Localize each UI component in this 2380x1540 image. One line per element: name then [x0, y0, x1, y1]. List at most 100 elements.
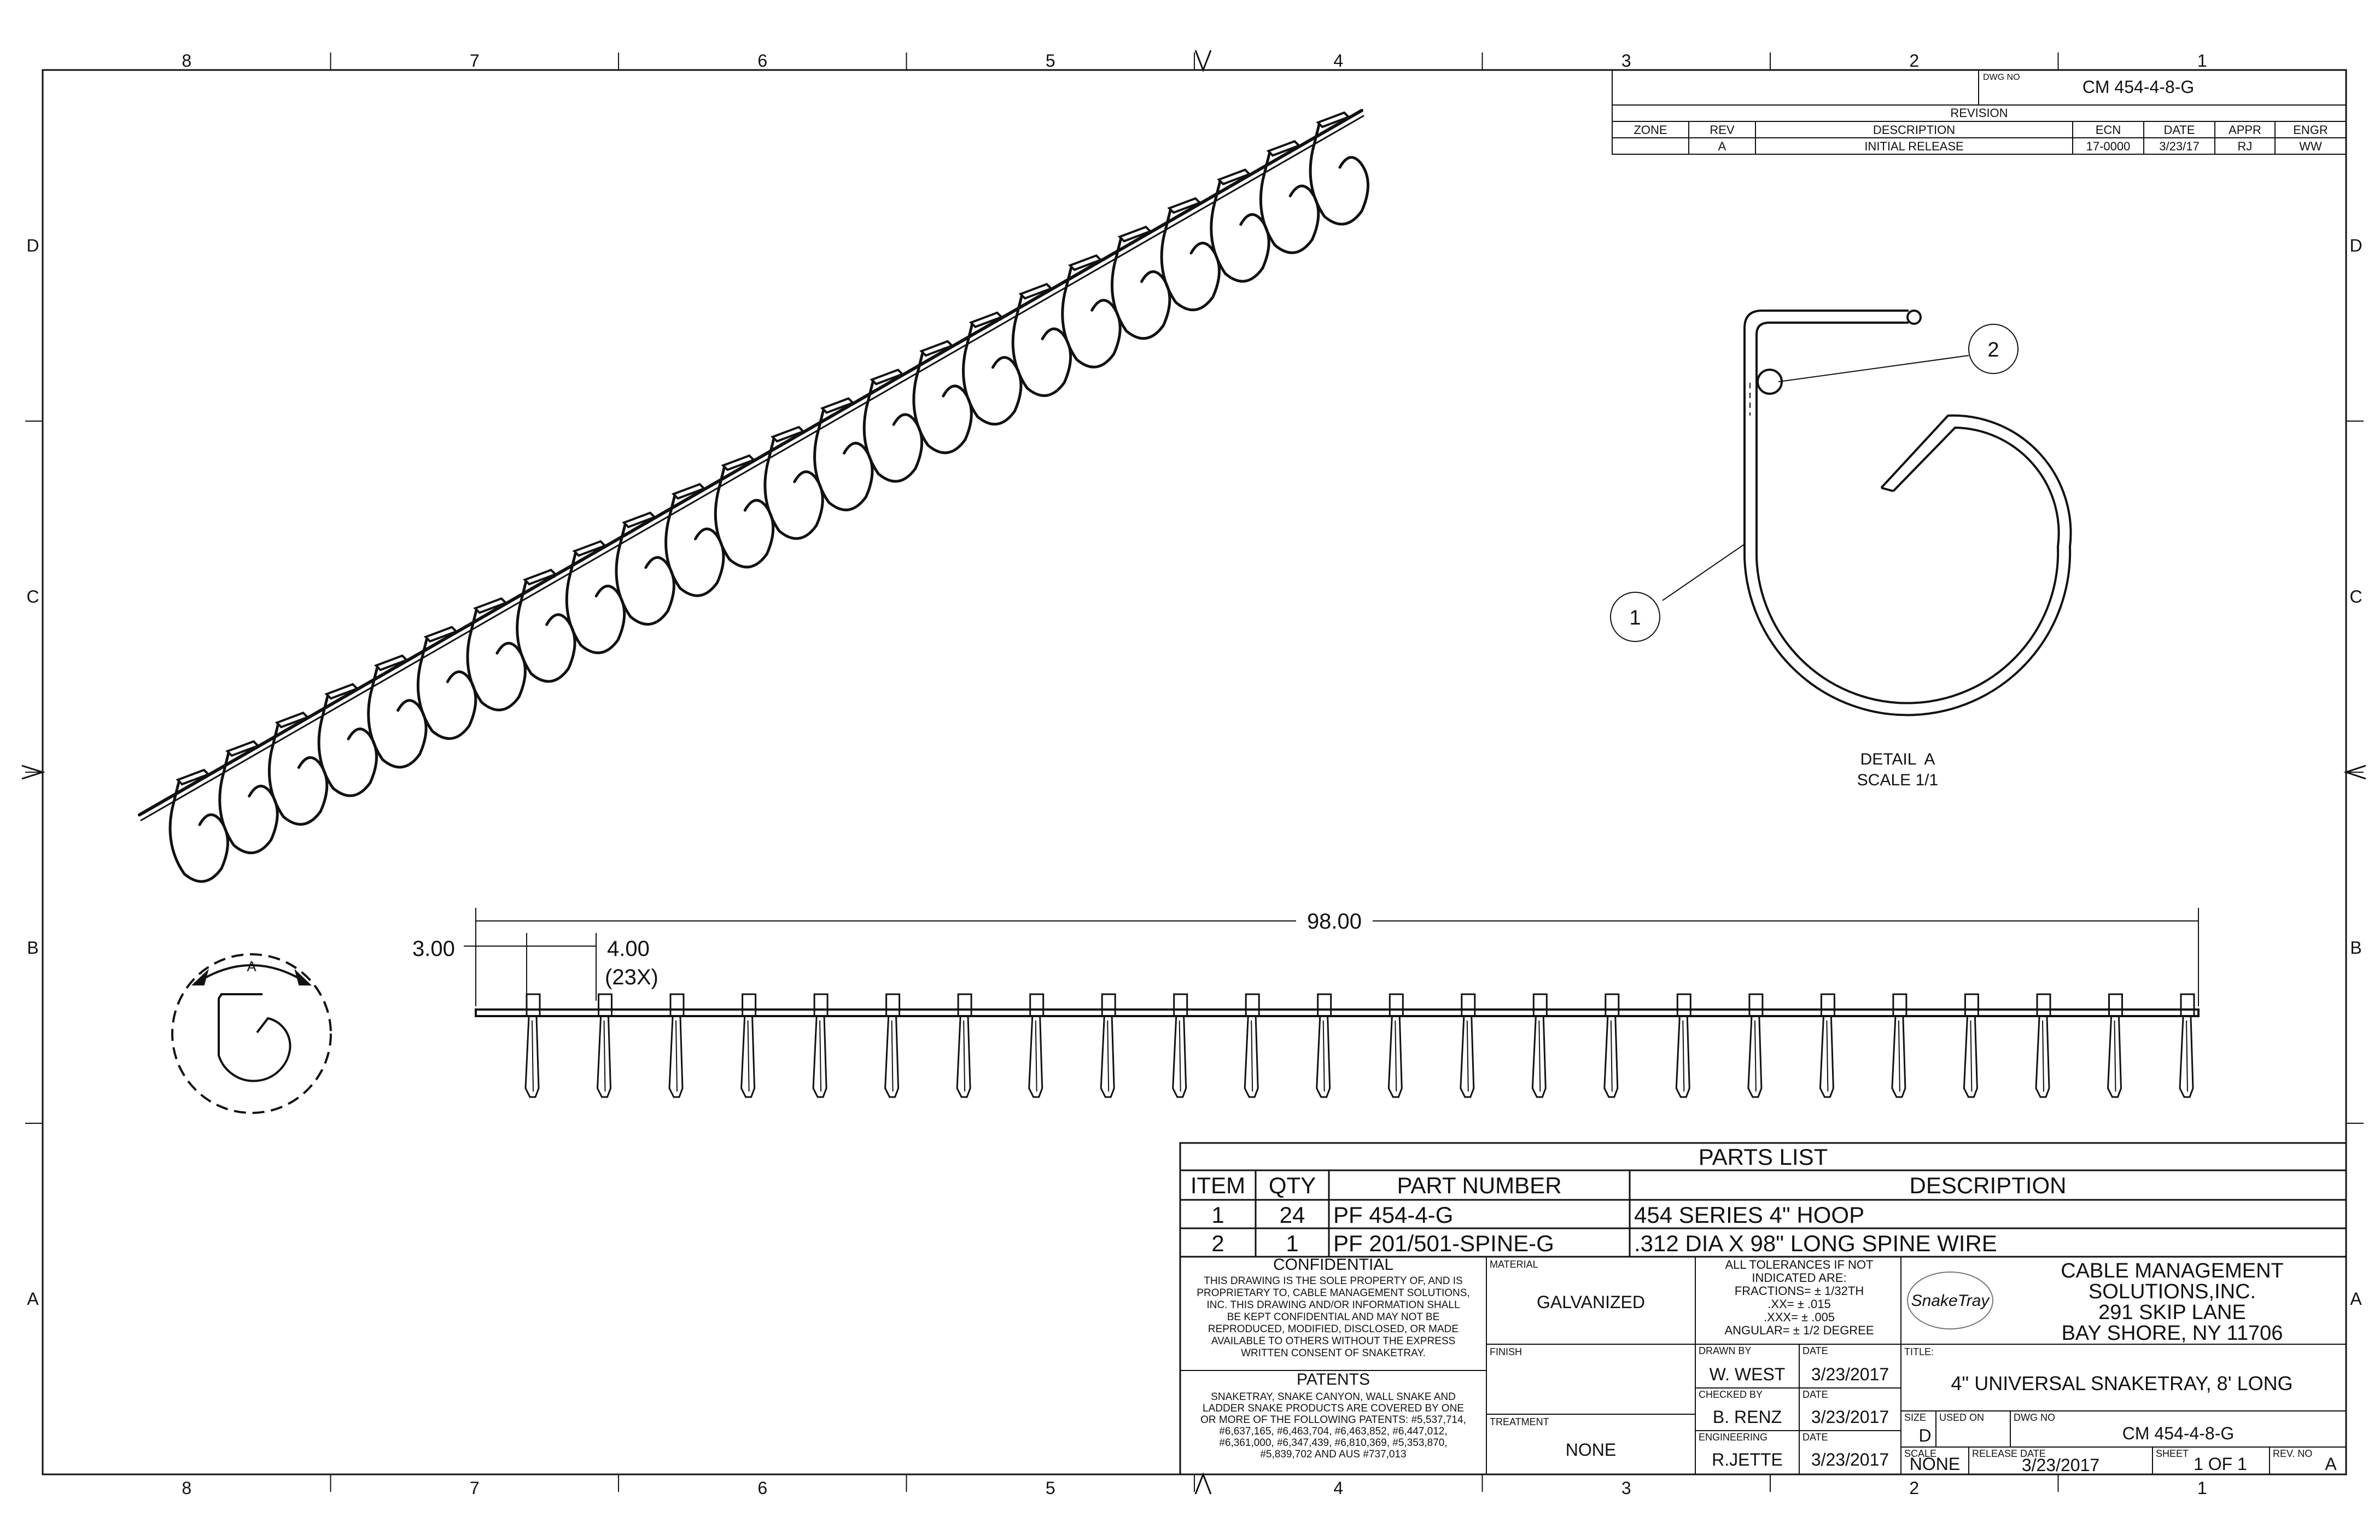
size-label: SIZE: [1904, 1412, 1926, 1423]
side-hoop-leg: [1172, 1017, 1187, 1098]
side-hoop: [884, 993, 901, 1098]
rev-row-appr: RJ: [2238, 139, 2253, 153]
section-view-a: [171, 953, 332, 1114]
patents-lines-line: OR MORE OF THE FOLLOWING PATENTS: #5,537…: [1200, 1414, 1466, 1426]
side-hoop-clip: [2180, 993, 2195, 1016]
leader-1: [1662, 544, 1745, 601]
side-hoop-inner: [1538, 1020, 1541, 1092]
iso-spine-wire-edge: [140, 115, 1364, 821]
release-date-label: RELEASE DATE: [1972, 1448, 2046, 1459]
side-hoop-clip: [526, 993, 541, 1016]
dim-overall: 98.00: [1307, 909, 1362, 934]
iso-hoop-loop: [168, 780, 229, 883]
parts-list-title: PARTS LIST: [1699, 1144, 1828, 1170]
side-hoop-inner: [2186, 1020, 2188, 1092]
title-block: [1179, 1256, 2347, 1475]
side-hoop-inner: [1898, 1020, 1900, 1092]
side-hoop: [1531, 993, 1548, 1098]
zone-row-C-left: C: [26, 587, 39, 606]
eng-date-label: DATE: [1802, 1432, 1828, 1443]
drawn-by: W. WEST: [1710, 1364, 1786, 1384]
dim-start: 3.00: [412, 937, 455, 961]
side-hoop-clip: [1173, 993, 1188, 1016]
side-hoop: [1244, 993, 1260, 1098]
iso-hoop-clip: [473, 597, 508, 614]
side-hoop-clip: [2108, 993, 2123, 1016]
iso-hoop: [565, 540, 626, 655]
side-hoop-clip: [1892, 993, 1908, 1016]
iso-hoop-loop: [367, 666, 428, 769]
side-hoop-inner: [963, 1020, 966, 1092]
side-hoop-leg: [1460, 1017, 1475, 1098]
revision-title: REVISION: [1950, 106, 2008, 120]
parts-row1-item: 1: [1211, 1202, 1224, 1228]
side-hoop-inner: [1610, 1020, 1613, 1092]
iso-hoop-loop: [317, 695, 378, 797]
side-spine-wire: [475, 1008, 2200, 1017]
iso-hoop-clip: [423, 626, 458, 643]
side-hoop-leg: [1603, 1017, 1619, 1098]
iso-hoop-loop: [962, 323, 1023, 426]
side-hoop-leg: [1963, 1017, 1978, 1098]
side-hoop-leg: [1531, 1017, 1547, 1098]
iso-hoop-clip: [1217, 168, 1252, 185]
side-hoop-leg: [2179, 1017, 2194, 1098]
side-hoop-leg: [884, 1017, 900, 1098]
tolerance-lines-line: INDICATED ARE:: [1752, 1271, 1846, 1285]
patents-title: PATENTS: [1297, 1370, 1370, 1389]
iso-hoop-loop: [1210, 180, 1270, 283]
material-label: MATERIAL: [1490, 1259, 1538, 1270]
side-hoop-inner: [2114, 1020, 2116, 1092]
confidential-title: CONFIDENTIAL: [1273, 1256, 1393, 1274]
parts-row1-desc: 454 SERIES 4" HOOP: [1634, 1202, 1864, 1228]
iso-hoop-loop: [466, 609, 527, 711]
side-hoop-clip: [1820, 993, 1835, 1016]
side-hoop: [2107, 993, 2123, 1098]
iso-hoop-loop: [565, 552, 626, 655]
dim-pitch: 4.00: [607, 937, 650, 961]
revision-block: DWG NO CM 454-4-8-G REVISION ZONE REV DE…: [1612, 69, 2347, 155]
zone-col-2-top: 2: [1909, 51, 1919, 71]
iso-hoop: [1210, 168, 1270, 283]
side-hoop-clip: [1389, 993, 1404, 1016]
iso-hoop-loop: [912, 352, 973, 454]
zone-col-4-top: 4: [1333, 51, 1343, 71]
side-hoop: [740, 993, 757, 1098]
balloon-2: [1968, 324, 2019, 374]
hoop-detail-outline: [1743, 310, 2072, 716]
side-hoop-leg: [1747, 1017, 1763, 1098]
side-hoop-inner: [1107, 1020, 1110, 1092]
side-hoop-inner: [819, 1020, 822, 1092]
side-hoop: [1100, 993, 1116, 1098]
side-view: [475, 993, 2200, 1098]
zone-col-1-bottom: 1: [2197, 1478, 2207, 1498]
side-hoop-inner: [532, 1020, 534, 1092]
iso-hoop-loop: [1111, 237, 1171, 340]
tolerance-lines-line: .XX= ± .015: [1768, 1297, 1830, 1311]
confidential-text: THIS DRAWING IS THE SOLE PROPERTY OF, AN…: [1197, 1275, 1469, 1359]
side-hoop-clip: [957, 993, 972, 1016]
confidential-lines-line: REPRODUCED, MODIFIED, DISCLOSED, OR MADE: [1208, 1323, 1459, 1335]
view-arrow: [193, 964, 310, 985]
company-lines-line: BAY SHORE, NY 11706: [2062, 1322, 2283, 1345]
side-hoop-leg: [668, 1017, 684, 1098]
side-hoop-clip: [885, 993, 901, 1016]
parts-row2-item: 2: [1211, 1230, 1224, 1256]
scale-value: NONE: [1910, 1454, 1960, 1474]
iso-hoop-loop: [218, 752, 279, 854]
side-hoop: [1028, 993, 1045, 1098]
side-hoop: [1891, 993, 1908, 1098]
drawn-date-label: DATE: [1802, 1345, 1828, 1356]
zone-col-2-bottom: 2: [1909, 1478, 1919, 1498]
side-hoop-clip: [1317, 993, 1332, 1016]
side-hoop-clip: [669, 993, 685, 1016]
iso-hoop-loop: [1160, 209, 1221, 312]
company-lines-line: SOLUTIONS,INC.: [2089, 1280, 2256, 1303]
checked-date: 3/23/2017: [1811, 1407, 1889, 1427]
iso-hoop: [664, 483, 725, 597]
side-hoop-leg: [596, 1017, 612, 1098]
side-hoop-leg: [1028, 1017, 1043, 1098]
parts-header-part-number: PART NUMBER: [1397, 1172, 1561, 1198]
